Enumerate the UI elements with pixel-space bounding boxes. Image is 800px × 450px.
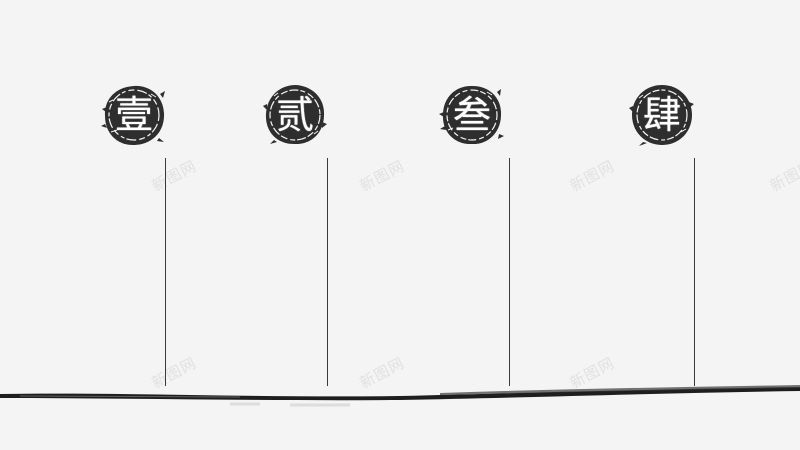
ink-seal-icon bbox=[101, 85, 165, 146]
timeline-marker-1: 壹 bbox=[101, 82, 167, 392]
timeline-stem bbox=[509, 158, 510, 386]
ink-seal: 壹 bbox=[101, 82, 167, 148]
timeline-marker-2: 贰 bbox=[262, 82, 328, 392]
timeline-stem bbox=[327, 158, 328, 386]
ink-seal-icon bbox=[439, 85, 504, 145]
timeline-marker-3: 叁 bbox=[439, 82, 510, 392]
seal-character: 壹 bbox=[114, 93, 153, 137]
timeline-marker-4: 肆 bbox=[629, 82, 695, 392]
watermark: 新图网 bbox=[356, 156, 408, 196]
seal-character: 贰 bbox=[275, 93, 314, 137]
timeline-stem bbox=[694, 158, 695, 386]
ink-seal-icon bbox=[629, 85, 694, 146]
ink-seal: 贰 bbox=[262, 82, 328, 148]
seal-character: 叁 bbox=[452, 93, 491, 137]
brush-stroke-icon bbox=[0, 385, 800, 407]
seal-character: 肆 bbox=[642, 93, 681, 137]
ink-seal-icon bbox=[263, 85, 327, 145]
ink-seal: 肆 bbox=[629, 82, 695, 148]
ink-ground-line bbox=[0, 376, 800, 416]
watermark: 新图网 bbox=[566, 156, 618, 196]
ink-seal: 叁 bbox=[439, 82, 505, 148]
timeline-stem bbox=[165, 158, 166, 386]
watermark: 新图网 bbox=[766, 156, 800, 196]
